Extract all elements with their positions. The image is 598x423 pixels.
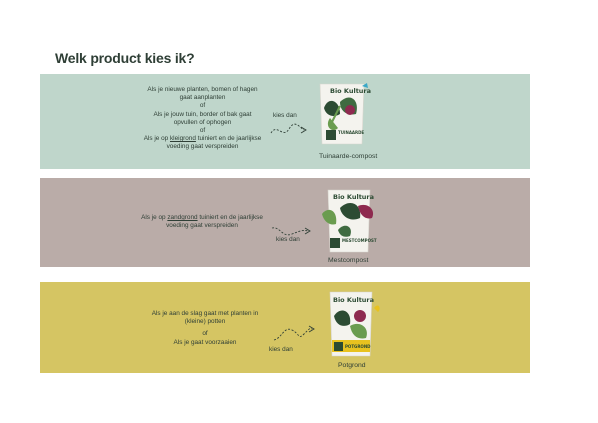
condition-line: (kleine) potten bbox=[184, 318, 226, 326]
product-band-mestcompost: Als je op zandgrond tuiniert en de jaarl… bbox=[40, 178, 530, 267]
potgrond-bag-image: POTGROND bbox=[329, 291, 380, 357]
underlined-soil-type: kleigrond bbox=[169, 135, 196, 143]
condition-line: opvullen of ophogen bbox=[173, 118, 232, 126]
condition-line: Als je nieuwe planten, bomen of hagen bbox=[147, 86, 258, 93]
condition-line: voeding gaat verspreiden bbox=[166, 222, 238, 230]
condition-or: of bbox=[199, 127, 206, 135]
svg-text:TUINAARDE: TUINAARDE bbox=[338, 130, 364, 135]
condition-line: gaat aanplanten bbox=[179, 94, 226, 102]
product-name: Tuinaarde-compost bbox=[319, 153, 378, 160]
conditions-text: Als je nieuwe planten, bomen of hagen ga… bbox=[135, 86, 270, 152]
product-band-potgrond: Als je aan de slag gaat met planten in (… bbox=[40, 282, 530, 373]
condition-or: of bbox=[199, 102, 206, 110]
compost-bag-image: MESTCOMPOST bbox=[322, 189, 377, 253]
brand-logo: Bio Kultura bbox=[333, 296, 375, 304]
kies-dan-label: kies dan bbox=[269, 346, 293, 353]
dashed-arrow-icon bbox=[270, 123, 307, 134]
condition-line: voeding gaat verspreiden bbox=[166, 143, 239, 151]
conditions-text: Als je aan de slag gaat met planten in (… bbox=[140, 310, 270, 347]
condition-or: of bbox=[202, 330, 208, 338]
conditions-text: Als je op zandgrond tuiniert en de jaarl… bbox=[132, 214, 272, 230]
underlined-soil-type: zandgrond bbox=[167, 214, 198, 221]
brand-logo: Bio Kultura bbox=[330, 87, 372, 95]
page-title: Welk product kies ik? bbox=[55, 50, 195, 66]
product-band-tuinaarde: Als je nieuwe planten, bomen of hagen ga… bbox=[40, 74, 530, 169]
kies-dan-label: kies dan bbox=[273, 112, 297, 119]
kies-dan-label: kies dan bbox=[276, 236, 300, 243]
condition-line: Als je gaat voorzaaien bbox=[173, 338, 237, 346]
dashed-arrow-icon bbox=[271, 227, 311, 236]
product-name: Mestcompost bbox=[328, 257, 369, 264]
svg-text:POTGROND: POTGROND bbox=[345, 344, 371, 349]
condition-line: Als je aan de slag gaat met planten in bbox=[151, 310, 259, 317]
compost-bag-image: TUINAARDE bbox=[319, 83, 368, 145]
condition-line: Als je op zandgrond tuiniert en de jaarl… bbox=[141, 214, 263, 221]
product-name: Potgrond bbox=[338, 362, 366, 369]
dashed-arrow-icon bbox=[273, 325, 315, 341]
condition-line: Als je jouw tuin, border of bak gaat bbox=[153, 110, 252, 118]
brand-logo: Bio Kultura bbox=[333, 193, 375, 201]
svg-text:MESTCOMPOST: MESTCOMPOST bbox=[342, 238, 377, 243]
condition-line: Als je op kleigrond tuiniert en de jaarl… bbox=[143, 135, 262, 143]
